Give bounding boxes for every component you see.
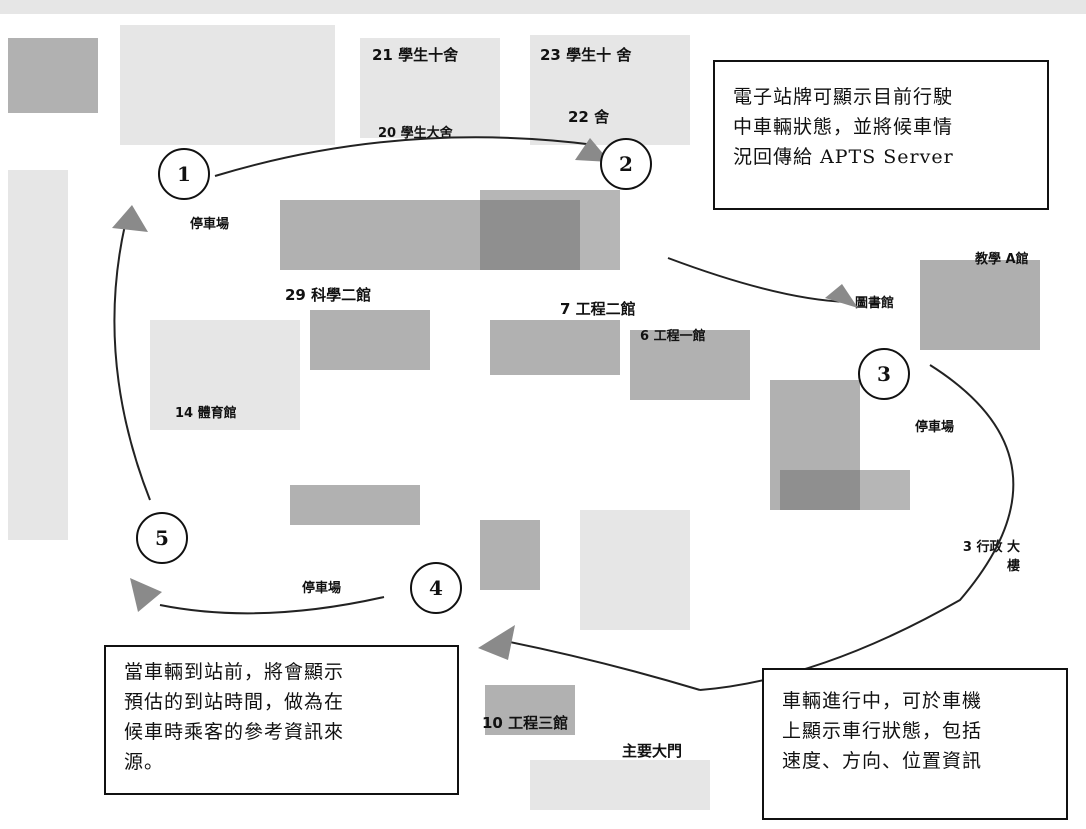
callout-line: 車輛進行中，可於車機 <box>782 690 983 712</box>
map-building <box>485 685 575 735</box>
parking-label: 停車場 <box>190 217 230 232</box>
building-label: 7 工程二館 <box>560 300 636 318</box>
map-building <box>120 25 335 145</box>
map-building <box>0 0 1086 14</box>
map-building <box>630 330 750 400</box>
route-segment-5-1 <box>113 224 151 501</box>
building-label: 6 工程一館 <box>640 329 706 344</box>
callout-line: 候車時乘客的參考資訊來 <box>124 721 345 743</box>
map-building <box>920 260 1040 350</box>
arrowhead-to-5 <box>130 578 162 612</box>
callout-onboard-unit: 車輛進行中，可於車機 上顯示車行狀態，包括 速度、方向、位置資訊 <box>762 668 1068 820</box>
building-label: 圖書館 <box>855 296 895 311</box>
route-segment-gate-4 <box>499 639 701 691</box>
route-segment-3-4 <box>699 364 1015 691</box>
map-building <box>490 320 620 375</box>
step-4-marker: 4 <box>410 562 462 614</box>
map-building <box>480 520 540 590</box>
building-label: 21 學生十舍 <box>372 46 459 64</box>
arrowhead-to-1 <box>112 205 148 232</box>
map-building <box>580 510 690 630</box>
map-building <box>8 38 98 113</box>
step-2-marker: 2 <box>600 138 652 190</box>
map-building <box>360 38 500 138</box>
callout-line: 源。 <box>124 751 165 773</box>
map-building <box>310 310 430 370</box>
callout-line: 電子站牌可顯示目前行駛 <box>733 86 954 108</box>
callout-line: 中車輛狀態，並將候車情 <box>733 116 954 138</box>
step-1-marker: 1 <box>158 148 210 200</box>
map-building <box>530 760 710 810</box>
building-label: 22 舍 <box>568 108 610 126</box>
building-label: 3 行政 大樓 <box>962 540 1020 574</box>
map-building <box>150 320 300 430</box>
gate-label: 主要大門 <box>622 742 683 760</box>
step-5-marker: 5 <box>136 512 188 564</box>
map-building <box>780 470 910 510</box>
callout-line: 上顯示車行狀態，包括 <box>782 720 983 742</box>
arrowhead-to-3 <box>825 284 858 308</box>
building-label: 10 工程三館 <box>482 714 569 732</box>
arrowhead-to-4 <box>478 625 515 660</box>
callout-arrival-estimate: 當車輛到站前，將會顯示 預估的到站時間，做為在 候車時乘客的參考資訊來 源。 <box>104 645 459 795</box>
building-label: 14 體育館 <box>175 406 237 421</box>
step-3-marker: 3 <box>858 348 910 400</box>
callout-line: 速度、方向、位置資訊 <box>782 750 983 772</box>
callout-line: 預估的到站時間，做為在 <box>124 691 345 713</box>
callout-line: 當車輛到站前，將會顯示 <box>124 661 345 683</box>
parking-label: 停車場 <box>915 420 955 435</box>
route-segment-4-5 <box>159 596 385 615</box>
building-label: 23 學生十 舍 <box>540 46 632 64</box>
route-segment-1-2 <box>214 136 596 177</box>
parking-label: 停車場 <box>302 581 342 596</box>
building-label: 29 科學二館 <box>285 286 372 304</box>
map-building <box>480 190 620 270</box>
map-building <box>290 485 420 525</box>
route-segment-2-3 <box>667 257 849 303</box>
callout-electronic-stop-sign: 電子站牌可顯示目前行駛 中車輛狀態，並將候車情 況回傳給 APTS Server <box>713 60 1049 210</box>
map-building <box>530 35 690 145</box>
callout-line: 況回傳給 APTS Server <box>733 146 954 168</box>
map-building <box>8 170 68 540</box>
building-label: 教學 A館 <box>975 252 1029 267</box>
